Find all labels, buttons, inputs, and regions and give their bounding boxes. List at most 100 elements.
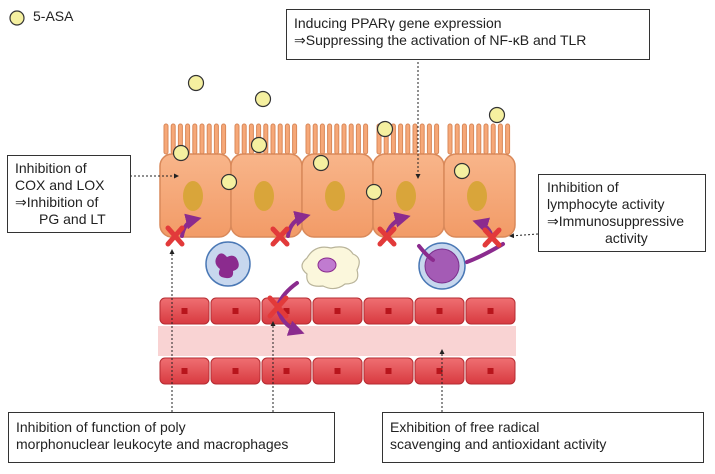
pointer-lines xyxy=(130,38,539,412)
drug-molecule xyxy=(453,162,471,180)
cox-line-4: PG and LT xyxy=(39,211,106,227)
neutrophil xyxy=(205,241,251,287)
endothelial-nucleus xyxy=(487,308,494,314)
microvillus xyxy=(305,123,311,155)
cell-nucleus xyxy=(254,181,274,211)
endothelial-nucleus xyxy=(334,308,341,314)
microvillus xyxy=(469,123,475,155)
cox-lox-box: Inhibition of COX and LOX ⇒Inhibition of… xyxy=(7,155,131,233)
epithelial-cell xyxy=(443,123,516,238)
drug-molecule xyxy=(172,144,190,162)
lymph-line-4: activity xyxy=(605,230,648,246)
epithelial-cell xyxy=(301,123,374,238)
endothelial-nucleus xyxy=(334,368,341,374)
drug-molecule xyxy=(312,154,330,172)
cell-nucleus xyxy=(183,181,203,211)
vessel-wall-bottom xyxy=(159,357,516,385)
endothelial-nucleus xyxy=(181,368,188,374)
lymph-line-1: Inhibition of xyxy=(547,179,619,195)
microvillus xyxy=(454,123,460,155)
epithelial-cell xyxy=(372,123,445,238)
microvillus xyxy=(412,123,418,155)
microvillus xyxy=(163,123,169,155)
microvillus xyxy=(505,123,511,155)
drug-molecule xyxy=(376,120,394,138)
microvillus xyxy=(221,123,227,155)
microvillus xyxy=(277,123,283,155)
ppar-line-1: Inducing PPARγ gene expression xyxy=(294,15,502,31)
lymphocyte xyxy=(418,242,466,290)
microvillus xyxy=(355,123,361,155)
epithelial-cell xyxy=(230,123,303,238)
ppar-box: Inducing PPARγ gene expression ⇒Suppress… xyxy=(286,9,650,60)
legend-label: 5-ASA xyxy=(33,8,74,24)
microvillus xyxy=(334,123,340,155)
endothelial-nucleus xyxy=(436,368,443,374)
microvillus xyxy=(270,123,276,155)
macrophage xyxy=(301,246,360,290)
microvillus xyxy=(447,123,453,155)
microvillus xyxy=(292,123,298,155)
inhibit-mark-ppar xyxy=(377,226,397,247)
drug-molecule xyxy=(250,136,268,154)
endothelial-nucleus xyxy=(181,308,188,314)
endothelial-nucleus xyxy=(283,368,290,374)
cell-nucleus xyxy=(325,181,345,211)
drug-molecule xyxy=(187,74,205,92)
lymph-line-3: ⇒Immunosuppressive xyxy=(547,213,685,229)
inhibit-mark-neutrophil xyxy=(270,226,290,247)
microvillus xyxy=(319,123,325,155)
drug-molecule xyxy=(488,106,506,124)
inhibition-marks xyxy=(165,225,502,319)
microvillus xyxy=(206,123,212,155)
endothelial-nucleus xyxy=(232,308,239,314)
radical-line-2: scavenging and antioxidant activity xyxy=(390,436,607,452)
pmn-line-2: morphonuclear leukocyte and macrophages xyxy=(16,436,289,452)
cox-line-1: Inhibition of xyxy=(15,160,87,176)
microvillus xyxy=(213,123,219,155)
radical-line-1: Exhibition of free radical xyxy=(390,419,540,435)
drug-molecules xyxy=(172,74,506,201)
microvillus xyxy=(483,123,489,155)
pmn-box: Inhibition of function of poly morphonuc… xyxy=(8,412,335,463)
cell-nucleus xyxy=(396,181,416,211)
radical-box: Exhibition of free radical scavenging an… xyxy=(382,412,704,463)
legend-5asa-circle xyxy=(9,10,25,26)
lymph-line-2: lymphocyte activity xyxy=(547,196,665,212)
drug-molecule xyxy=(254,90,272,108)
microvillus xyxy=(405,123,411,155)
inhibit-mark-lymphocyte xyxy=(482,227,502,248)
microvillus xyxy=(434,123,440,155)
vessel-wall-top xyxy=(159,297,516,325)
blood-vessel xyxy=(158,297,516,385)
microvillus xyxy=(398,123,404,155)
inhibit-mark-cox xyxy=(165,225,185,247)
microvillus xyxy=(241,123,247,155)
microvillus xyxy=(490,123,496,155)
cell-nucleus xyxy=(467,181,487,211)
drug-molecule xyxy=(220,173,238,191)
endothelial-nucleus xyxy=(385,368,392,374)
endothelial-nucleus xyxy=(283,308,290,314)
microvillus xyxy=(327,123,333,155)
pmn-line-1: Inhibition of function of poly xyxy=(16,419,186,435)
microvillus xyxy=(192,123,198,155)
endothelial-nucleus xyxy=(487,368,494,374)
ppar-line-2: ⇒Suppressing the activation of NF-κB and… xyxy=(294,32,587,48)
endothelial-nucleus xyxy=(436,308,443,314)
epithelial-layer xyxy=(159,123,516,238)
endothelial-nucleus xyxy=(385,308,392,314)
microvillus xyxy=(476,123,482,155)
drug-molecule xyxy=(365,183,383,201)
microvillus xyxy=(497,123,503,155)
inhibit-mark-vessel xyxy=(267,295,289,319)
cox-line-3: ⇒Inhibition of xyxy=(15,194,99,210)
vessel-lumen xyxy=(158,326,516,356)
microvillus xyxy=(284,123,290,155)
microvillus xyxy=(419,123,425,155)
microvillus xyxy=(341,123,347,155)
microvillus xyxy=(234,123,240,155)
microvillus xyxy=(312,123,318,155)
microvillus xyxy=(426,123,432,155)
